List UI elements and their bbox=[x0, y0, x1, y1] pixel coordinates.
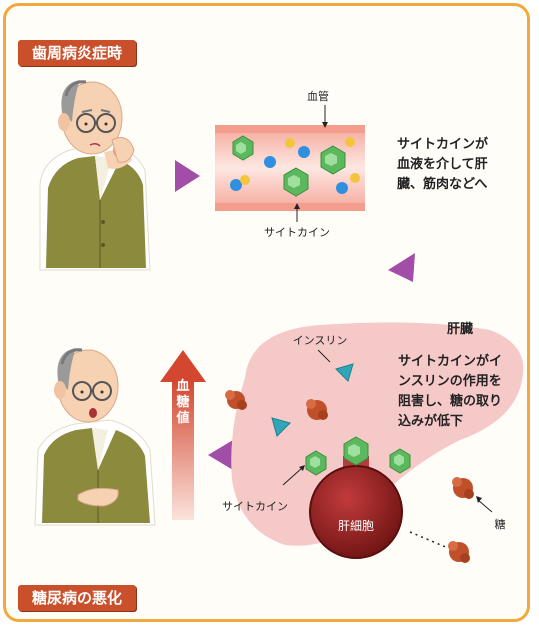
sugar-pointer bbox=[477, 499, 493, 513]
blood-sugar-char-3: 値 bbox=[175, 410, 189, 426]
cytokine-top-label: サイトカイン bbox=[264, 226, 330, 239]
liver-desc-line-2: ンスリンの作用を bbox=[398, 373, 502, 389]
liver-label: 肝臓 bbox=[447, 321, 473, 337]
elderly-man-cheek-pain-figure bbox=[39, 80, 151, 271]
insulin-pointer bbox=[317, 349, 331, 363]
sugar-blob-icon-3 bbox=[452, 477, 474, 499]
cytokine-desc-line-1: サイトカインが bbox=[397, 136, 488, 152]
sugar-blob-icon-2 bbox=[306, 399, 328, 420]
liver-desc-line-3: 阻害し、糖の取り bbox=[398, 393, 502, 409]
purple-arrow-down-left bbox=[388, 253, 415, 282]
elderly-man-stomach-figure bbox=[34, 348, 156, 526]
periodontitis-title: 歯周病炎症時 bbox=[18, 40, 137, 66]
liver-desc-line-1: サイトカインがイ bbox=[398, 353, 502, 369]
vessel-cytokines bbox=[230, 135, 360, 197]
cytokine-desc-line-3: 臓、筋肉などへ bbox=[397, 176, 487, 192]
insulin-label: インスリン bbox=[293, 334, 348, 347]
blood-sugar-char-2: 糖 bbox=[176, 394, 189, 410]
cytokine-bottom-pointer bbox=[282, 467, 303, 486]
diabetes-title: 糖尿病の悪化 bbox=[18, 585, 137, 611]
sugar-blob-icon-4 bbox=[448, 541, 470, 563]
insulin-triangle-icon-2 bbox=[271, 417, 291, 437]
sugar-blob-icon bbox=[225, 390, 247, 410]
sugar-label: 糖 bbox=[495, 517, 506, 531]
liver-shape bbox=[231, 322, 524, 546]
blood-sugar-char-1: 血 bbox=[176, 378, 189, 394]
liver-cell-label: 肝細胞 bbox=[338, 519, 374, 533]
cytokine-desc-line-2: 血液を介して肝 bbox=[397, 156, 488, 172]
blood-vessel-label: 血管 bbox=[307, 89, 329, 103]
cytokine-bottom-label: サイトカイン bbox=[222, 500, 288, 513]
purple-arrow-left bbox=[208, 440, 233, 470]
insulin-triangle-icon bbox=[335, 363, 354, 382]
dotted-path bbox=[409, 531, 449, 549]
liver-desc-line-4: 込みが低下 bbox=[398, 413, 463, 429]
blood-sugar-arrow bbox=[160, 350, 206, 520]
purple-arrow-right bbox=[175, 160, 200, 192]
